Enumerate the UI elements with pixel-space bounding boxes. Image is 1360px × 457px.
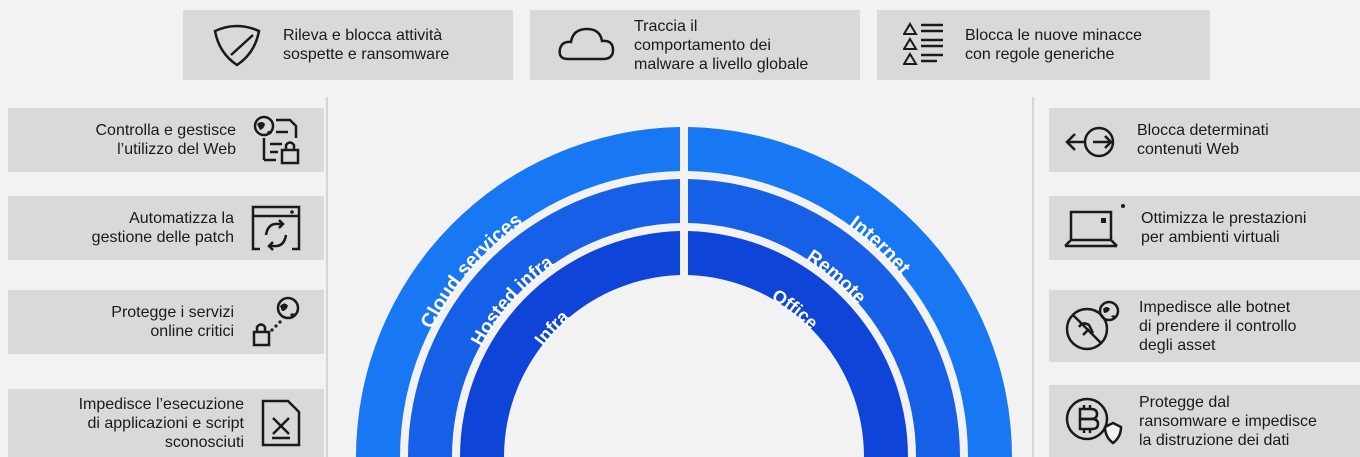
ring-middle-left <box>408 179 680 457</box>
left-card-web-control: Controlla e gestisce l’utilizzo del Web <box>8 108 324 172</box>
left-card-text: Impedisce l’esecuzione di applicazioni e… <box>78 395 244 451</box>
web-block-icon <box>1065 126 1115 158</box>
left-card-text: Protegge i servizi online critici <box>111 304 234 340</box>
left-card-unknown-scripts: Impedisce l’esecuzione di applicazioni e… <box>8 389 324 457</box>
botnet-block-icon <box>1065 300 1120 351</box>
bitcoin-shield-icon <box>1065 397 1123 445</box>
ring-segments <box>356 127 1012 457</box>
virtual-laptop-icon <box>1064 204 1125 248</box>
right-card-botnet: Impedisce alle botnet di prendere il con… <box>1049 290 1360 362</box>
ring-outer-left <box>356 127 680 457</box>
right-card-text: Blocca determinati contenuti Web <box>1137 122 1269 158</box>
left-card-online-services: Protegge i servizi online critici <box>8 290 324 354</box>
left-divider-line <box>326 97 328 457</box>
top-card-text: Rileva e blocca attività sospette e rans… <box>283 27 450 63</box>
lock-globe-icon <box>252 296 300 347</box>
cloud-icon <box>558 27 615 61</box>
right-card-web-content: Blocca determinati contenuti Web <box>1049 108 1360 172</box>
left-card-patch-management: Automatizza la gestione delle patch <box>8 196 324 260</box>
top-card-text: Blocca le nuove minacce con regole gener… <box>965 27 1142 63</box>
right-card-virtual-env: Ottimizza le prestazioni per ambienti vi… <box>1049 196 1360 260</box>
patch-update-icon <box>251 205 301 251</box>
right-divider-line <box>1032 97 1034 457</box>
top-card-text: Traccia il comportamento dei malware a l… <box>634 17 809 73</box>
blocked-script-icon <box>261 399 301 447</box>
right-card-text: Ottimizza le prestazioni per ambienti vi… <box>1141 210 1307 246</box>
ring-inner-left <box>460 231 680 457</box>
shield-icon <box>213 24 261 67</box>
left-card-text: Automatizza la gestione delle patch <box>91 210 234 246</box>
right-card-text: Protegge dal ransomware e impedisce la d… <box>1139 393 1317 449</box>
right-card-text: Impedisce alle botnet di prendere il con… <box>1139 298 1297 354</box>
right-card-ransomware: Protegge dal ransomware e impedisce la d… <box>1049 385 1360 457</box>
ring-inner-right <box>688 231 908 457</box>
ring-outer-right <box>688 127 1012 457</box>
ring-middle-right <box>688 179 960 457</box>
left-card-text: Controlla e gestisce l’utilizzo del Web <box>95 122 236 158</box>
rules-list-icon <box>903 22 943 65</box>
top-card-track-malware: Traccia il comportamento dei malware a l… <box>530 10 860 80</box>
web-policy-icon <box>253 115 300 165</box>
top-card-block-threats: Blocca le nuove minacce con regole gener… <box>877 10 1210 80</box>
top-card-detect-ransomware: Rileva e blocca attività sospette e rans… <box>183 10 513 80</box>
